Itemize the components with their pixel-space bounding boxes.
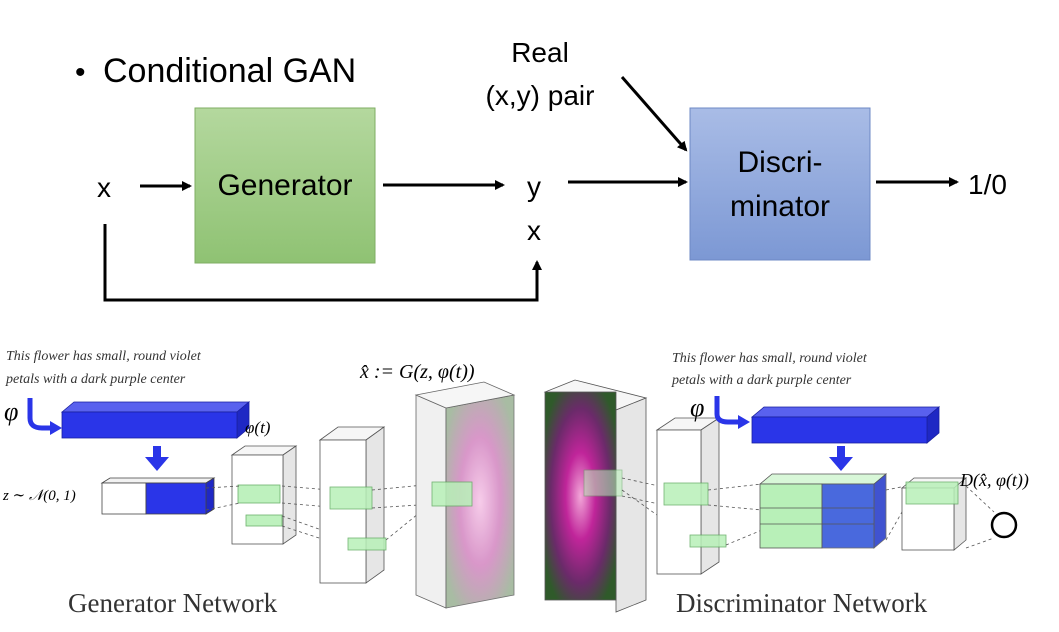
discriminator-network: This flower has small, round violet peta… [543,351,1029,618]
gen-caption-line1: This flower has small, round violet [6,349,202,364]
generator-network: This flower has small, round violet peta… [2,349,516,618]
disc-input-image-block [543,379,648,613]
gen-network-title: Generator Network [68,588,278,618]
disc-dashed-connectors-2 [707,483,763,546]
disc-final-block [900,477,968,551]
disc-layer-1 [655,417,727,575]
disc-output-neuron [990,511,1018,539]
top-diagram: • Conditional GAN x Generator y x Real (… [75,37,1007,302]
disc-phi-symbol: φ [690,393,704,422]
gen-down-arrow-shaft [153,446,161,458]
gen-caption-line2: petals with a dark purple center [5,372,186,387]
phi-symbol: φ [4,397,18,426]
gen-down-arrow-head [145,457,169,471]
bullet: • [75,56,86,89]
disc-concat-block [758,473,888,549]
discriminator-box [689,107,871,261]
input-x-label: x [97,172,111,203]
disc-down-arrow-shaft [837,446,845,458]
discriminator-label-line2: minator [730,190,830,223]
title: Conditional GAN [103,52,356,90]
gen-output-formula: x̂ := G(z, φ(t)) [359,361,475,383]
gen-layer-1 [230,445,298,545]
disc-phi-arrow-icon [714,396,740,425]
disc-embedding-bar [750,406,941,444]
gen-dashed-connectors-2 [371,483,441,541]
z-dist-label: z ∼ 𝒩(0, 1) [2,488,76,504]
real-pair-line2: (x,y) pair [486,80,595,111]
phi-t-label: φ(t) [245,418,271,437]
disc-output-formula: D(x̂, φ(t)) [959,470,1029,491]
output-y-label: y [527,171,541,202]
disc-network-title: Discriminator Network [676,588,928,618]
arrow-real-pair-to-discriminator [620,76,688,152]
disc-dashed-connectors-3 [885,485,907,541]
phi-arrow-icon [27,398,52,431]
gen-embedding-bar [60,401,251,439]
skip-connection-line [103,224,542,302]
disc-caption-line1: This flower has small, round violet [672,351,868,366]
output-x-label: x [527,215,541,246]
disc-dashed-connectors-4 [965,485,995,549]
disc-down-arrow-head [829,457,853,471]
gen-output-image-block: x̂ := G(z, φ(t)) [359,361,516,609]
generator-box [194,107,376,264]
real-pair-line1: Real [511,37,569,68]
generator-label: Generator [217,169,352,202]
gen-layer-2 [318,426,387,584]
gen-latent-bar [100,477,216,515]
discriminator-label-line1: Discri- [738,146,823,179]
output-label: 1/0 [968,169,1007,200]
disc-caption-line2: petals with a dark purple center [671,373,852,388]
